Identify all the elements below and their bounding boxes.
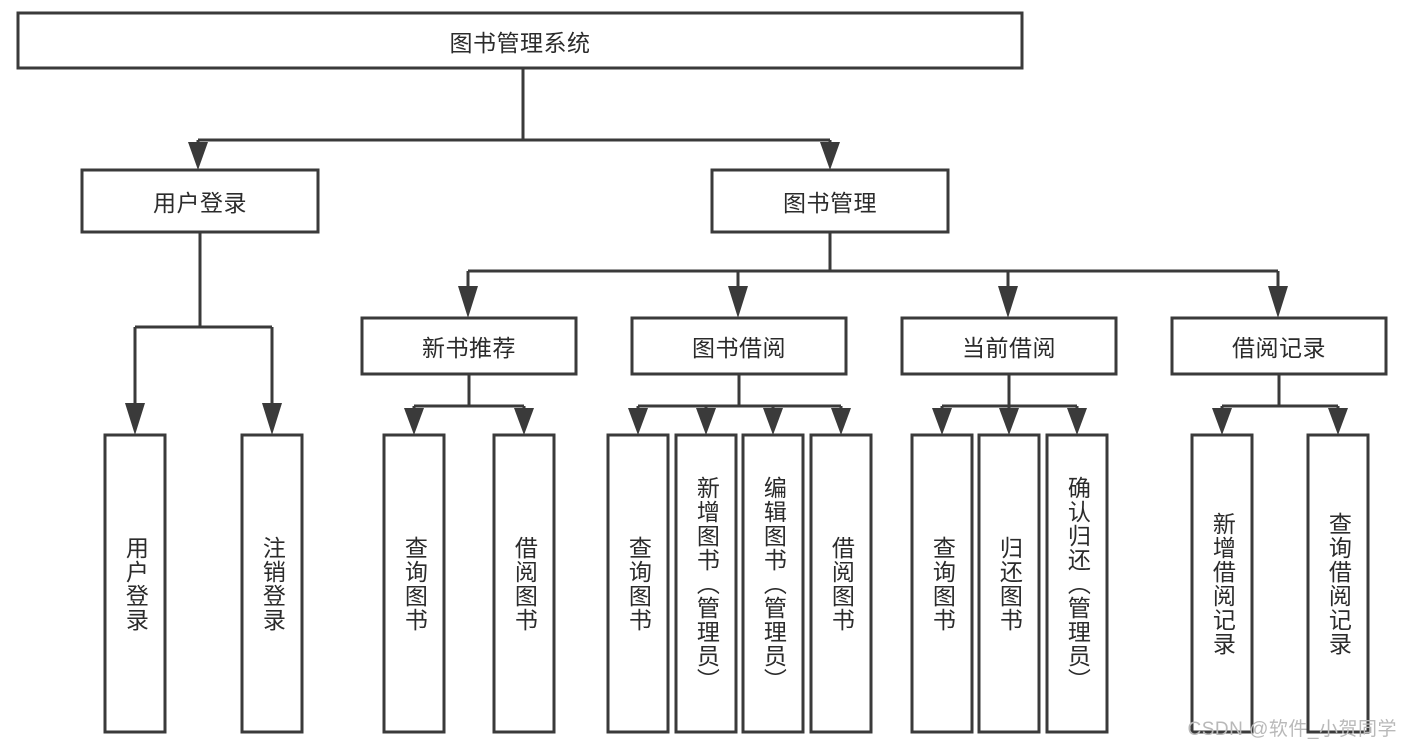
arrowhead-book-borrow-leaf-2 — [696, 408, 716, 435]
arrowhead-new-book-leaf-2 — [514, 408, 534, 435]
arrowhead-to-book-borrow — [728, 286, 748, 318]
arrowhead-book-borrow-leaf-4 — [831, 408, 851, 435]
leaf-user-login-2-box[interactable] — [240, 433, 304, 734]
leaf-new-book-2-box[interactable] — [492, 433, 556, 734]
arrowhead-book-borrow-leaf-1 — [628, 408, 648, 435]
arrowhead-book-borrow-leaf-3 — [763, 408, 783, 435]
node-borrow-record-box[interactable] — [1170, 316, 1388, 376]
node-root-box[interactable] — [16, 11, 1024, 70]
leaf-current-borrow-1-box[interactable] — [910, 433, 974, 734]
arrowhead-current-borrow-leaf-3 — [1067, 408, 1087, 435]
node-current-borrow-box[interactable] — [900, 316, 1118, 376]
leaf-borrow-record-1-box[interactable] — [1190, 433, 1254, 734]
arrowhead-to-new-book — [458, 286, 478, 318]
arrowhead-to-book-mgmt — [820, 142, 840, 170]
arrowhead-to-user-login — [188, 142, 208, 170]
leaf-book-borrow-3-box[interactable] — [741, 433, 805, 734]
node-book-mgmt-box[interactable] — [710, 168, 950, 234]
node-new-book-box[interactable] — [360, 316, 578, 376]
leaf-current-borrow-2-box[interactable] — [977, 433, 1041, 734]
arrowhead-borrow-record-leaf-1 — [1212, 408, 1232, 435]
leaf-borrow-record-2-box[interactable] — [1306, 433, 1370, 734]
arrowhead-to-current-borrow — [998, 286, 1018, 318]
leaf-user-login-1-box[interactable] — [103, 433, 167, 734]
arrowhead-current-borrow-leaf-2 — [999, 408, 1019, 435]
leaf-book-borrow-4-box[interactable] — [809, 433, 873, 734]
arrowhead-to-borrow-record — [1268, 286, 1288, 318]
arrowhead-borrow-record-leaf-2 — [1328, 408, 1348, 435]
leaf-book-borrow-1-box[interactable] — [606, 433, 670, 734]
leaf-book-borrow-2-box[interactable] — [674, 433, 738, 734]
node-user-login-box[interactable] — [80, 168, 320, 234]
leaf-new-book-1-box[interactable] — [382, 433, 446, 734]
csdn-watermark: CSDN @软件_小贺同学 — [1187, 719, 1397, 740]
leaf-current-borrow-3-box[interactable] — [1045, 433, 1109, 734]
node-book-borrow-box[interactable] — [630, 316, 848, 376]
arrowhead-current-borrow-leaf-1 — [932, 408, 952, 435]
arrowhead-new-book-leaf-1 — [404, 408, 424, 435]
arrowhead-user-login-leaf-2 — [262, 403, 282, 435]
arrowhead-user-login-leaf-1 — [125, 403, 145, 435]
